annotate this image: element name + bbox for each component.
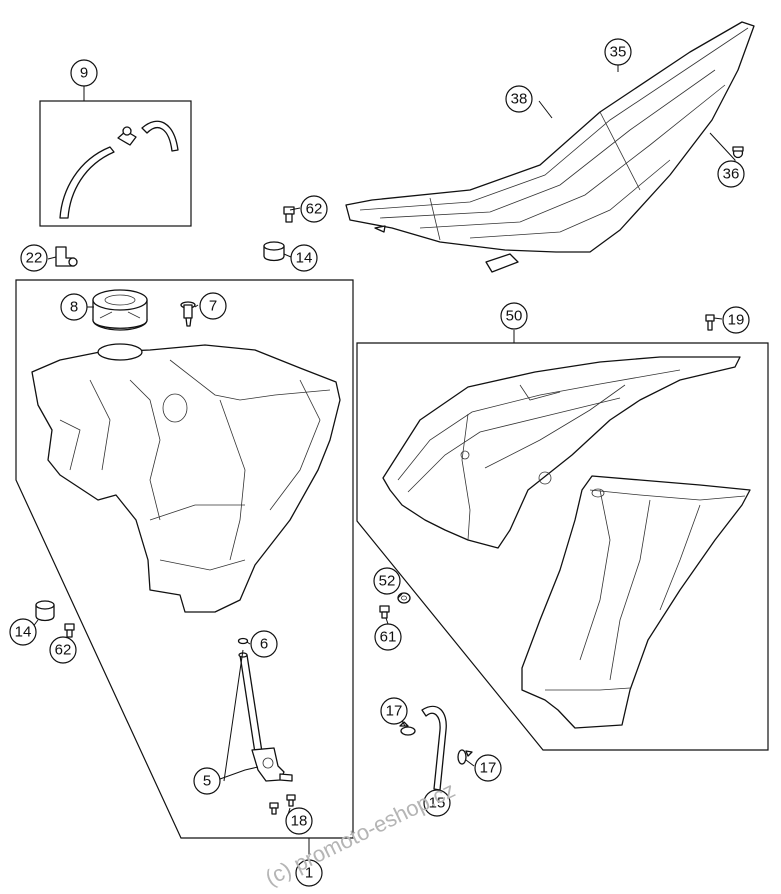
watermark: (c) promoto-eshop.cz xyxy=(261,777,459,891)
callout-36: 36 xyxy=(717,160,745,188)
fuel-tank-group-frame xyxy=(15,279,354,839)
callout-17-lower: 17 xyxy=(474,754,502,782)
svg-text:22: 22 xyxy=(26,250,43,267)
svg-text:62: 62 xyxy=(55,642,72,659)
spoiler-group-frame xyxy=(356,342,769,751)
svg-text:52: 52 xyxy=(379,573,396,590)
svg-text:35: 35 xyxy=(610,44,627,61)
bolt-upper xyxy=(283,206,295,223)
svg-text:38: 38 xyxy=(511,91,528,108)
callout-19: 19 xyxy=(722,306,750,334)
fuel-hose xyxy=(421,705,447,791)
callout-62-upper: 62 xyxy=(300,195,328,223)
rubber-bushing-upper xyxy=(263,241,285,262)
rubber-bushing-lower xyxy=(35,600,55,622)
callout-7: 7 xyxy=(199,292,227,320)
callout-9: 9 xyxy=(70,59,98,87)
svg-text:17: 17 xyxy=(386,703,403,720)
svg-text:36: 36 xyxy=(723,166,740,183)
spoiler-grommet xyxy=(397,592,411,604)
svg-text:5: 5 xyxy=(203,773,211,790)
fuel-vent-hose-frame xyxy=(39,100,192,227)
callout-18: 18 xyxy=(285,807,313,835)
hose-clamp-lower xyxy=(457,749,473,765)
callout-8: 8 xyxy=(60,293,88,321)
spoiler-lower xyxy=(521,475,751,729)
callout-17-upper: 17 xyxy=(380,697,408,725)
o-ring xyxy=(237,637,249,645)
spoiler-bolt xyxy=(705,314,715,331)
svg-text:18: 18 xyxy=(291,813,308,830)
callout-1: 1 xyxy=(295,859,323,887)
svg-text:19: 19 xyxy=(728,312,745,329)
svg-text:1: 1 xyxy=(305,865,313,882)
callout-14-upper: 14 xyxy=(290,244,318,272)
callout-6: 6 xyxy=(250,630,278,658)
fuel-tank-cap xyxy=(92,289,148,331)
fuel-tank xyxy=(31,343,341,613)
svg-text:61: 61 xyxy=(380,629,397,646)
svg-text:50: 50 xyxy=(506,308,523,325)
breather-valve xyxy=(180,301,196,327)
callout-38: 38 xyxy=(505,85,533,113)
bolt-lower xyxy=(64,623,75,638)
svg-text:15: 15 xyxy=(429,795,446,812)
seat xyxy=(345,21,755,273)
callout-15: 15 xyxy=(423,789,451,817)
tap-screws xyxy=(269,794,296,815)
hose-clamp-upper xyxy=(399,721,416,736)
callout-52: 52 xyxy=(373,567,401,595)
svg-text:14: 14 xyxy=(15,624,32,641)
seat-screw xyxy=(732,146,744,159)
svg-text:9: 9 xyxy=(80,65,88,82)
svg-text:62: 62 xyxy=(306,201,323,218)
callout-22: 22 xyxy=(20,244,48,272)
callout-61: 61 xyxy=(374,623,402,651)
fuel-tap xyxy=(238,652,293,782)
svg-text:7: 7 xyxy=(209,298,217,315)
hose-fitting-elbow xyxy=(55,246,78,267)
callout-50: 50 xyxy=(500,302,528,330)
svg-text:8: 8 xyxy=(70,299,78,316)
svg-text:14: 14 xyxy=(296,250,313,267)
callout-14-lower: 14 xyxy=(9,618,37,646)
callout-5: 5 xyxy=(193,767,221,795)
callout-62-lower: 62 xyxy=(49,636,77,664)
spoiler-mounting-bolt xyxy=(379,605,390,619)
fuel-vent-hose xyxy=(59,120,179,219)
spoiler-upper xyxy=(382,356,741,549)
callout-35: 35 xyxy=(604,38,632,66)
svg-text:17: 17 xyxy=(480,760,497,777)
svg-text:6: 6 xyxy=(260,636,268,653)
